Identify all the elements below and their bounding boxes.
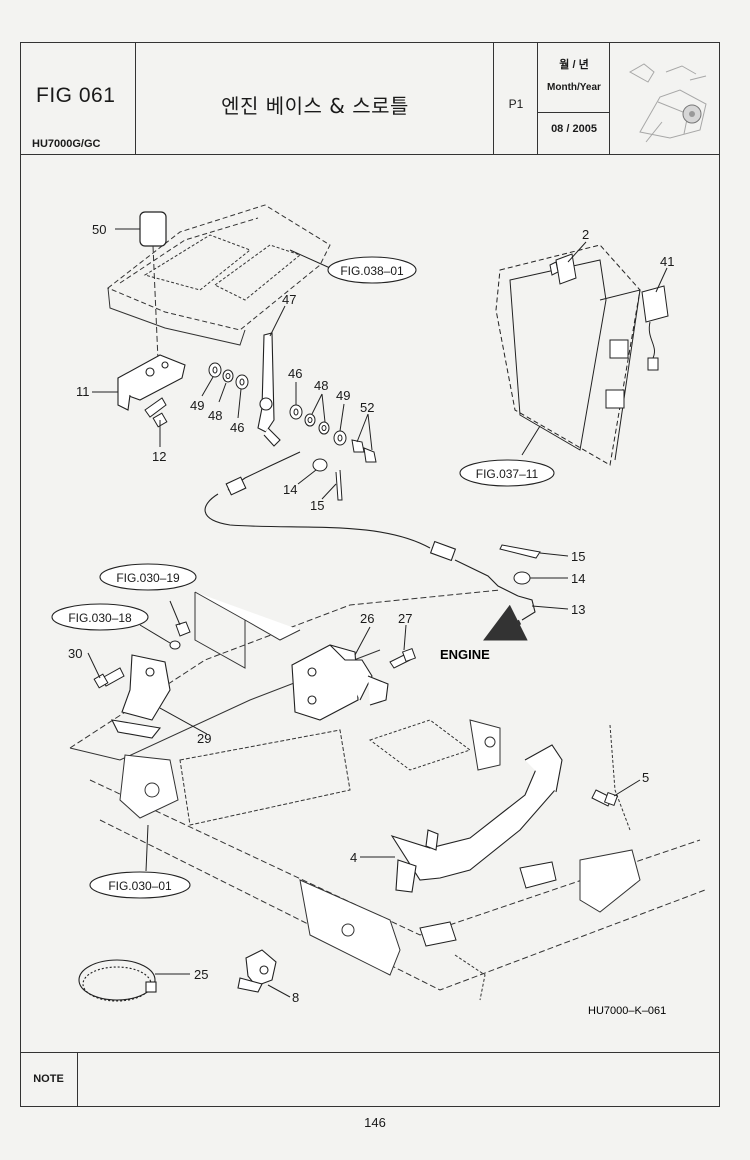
part-15-pin-lower bbox=[499, 544, 541, 559]
part-12-bolt bbox=[144, 397, 168, 428]
callout-30: 30 bbox=[68, 646, 82, 661]
fig-number: FIG 061 bbox=[36, 84, 116, 107]
part-13-throttle-cable bbox=[204, 451, 536, 621]
logo-cell bbox=[610, 42, 720, 155]
washer-group-right bbox=[289, 404, 377, 463]
callout-4: 4 bbox=[350, 850, 357, 865]
callout-12: 12 bbox=[152, 449, 166, 464]
washer-group-left bbox=[208, 362, 249, 390]
ref-fig-037-11: FIG.037–11 bbox=[476, 467, 539, 481]
callout-41: 41 bbox=[660, 254, 674, 269]
callout-8: 8 bbox=[292, 990, 299, 1005]
part-14-washer-upper bbox=[312, 458, 328, 472]
leader-50-guide bbox=[152, 245, 159, 361]
ref-fig-030-01: FIG.030–01 bbox=[108, 879, 172, 893]
nut-fig-030-19 bbox=[175, 621, 191, 637]
part-8-clip bbox=[237, 949, 277, 993]
callout-49-left: 49 bbox=[190, 398, 204, 413]
ref-fig-030-19: FIG.030–19 bbox=[116, 571, 180, 585]
engine-direction-arrow bbox=[483, 604, 528, 641]
callout-2: 2 bbox=[582, 227, 589, 242]
callout-5: 5 bbox=[642, 770, 649, 785]
callout-11: 11 bbox=[76, 384, 90, 399]
chassis-frame bbox=[69, 589, 706, 1001]
title-cell: 엔진 베이스 & 스로틀 bbox=[136, 42, 494, 155]
leader-lines bbox=[87, 228, 668, 998]
callout-46-right: 46 bbox=[288, 366, 302, 381]
part-25-hose-clamp bbox=[78, 959, 157, 1002]
part-15-pin-upper bbox=[335, 469, 343, 501]
date-divider bbox=[538, 112, 610, 113]
callout-50: 50 bbox=[92, 222, 106, 237]
ref-oval-fig-038-01 bbox=[327, 256, 417, 284]
callout-13: 13 bbox=[571, 602, 585, 617]
callout-29: 29 bbox=[197, 731, 211, 746]
part-47-throttle-lever bbox=[257, 332, 281, 447]
callout-47: 47 bbox=[282, 292, 296, 307]
callout-49-right: 49 bbox=[336, 388, 350, 403]
ref-fig-038-01: FIG.038–01 bbox=[340, 264, 404, 278]
part-26-engine-mount bbox=[291, 644, 389, 721]
date-label-korean: 월 / 년 bbox=[559, 59, 589, 71]
ref-oval-fig-037-11 bbox=[459, 459, 555, 487]
callout-14-lower: 14 bbox=[571, 571, 585, 586]
ref-oval-fig-030-01 bbox=[89, 871, 191, 899]
callout-26: 26 bbox=[360, 611, 374, 626]
parts-diagram: 50 2 41 47 11 12 49 48 46 46 48 49 52 14… bbox=[20, 155, 720, 1052]
callout-14-upper: 14 bbox=[283, 482, 297, 497]
note-row: NOTE bbox=[20, 1052, 720, 1107]
ref-oval-fig-030-18 bbox=[51, 603, 149, 631]
callout-46-left: 46 bbox=[230, 420, 244, 435]
part-30-bolt bbox=[93, 667, 125, 689]
ref-oval-fig-030-19 bbox=[99, 563, 197, 591]
drawing-id: HU7000–K–061 bbox=[588, 1005, 666, 1017]
part-50-rubber-mount bbox=[139, 211, 167, 247]
page-frame bbox=[20, 42, 720, 1107]
header-table: FIG 061 HU7000G/GC 엔진 베이스 & 스로틀 P1 월 / 년… bbox=[20, 42, 720, 155]
date-value: 08 / 2005 bbox=[551, 123, 597, 135]
date-label-english: Month/Year bbox=[547, 82, 601, 93]
callout-27: 27 bbox=[398, 611, 412, 626]
page-cell: P1 bbox=[494, 42, 538, 155]
callout-52: 52 bbox=[360, 400, 374, 415]
callout-48-right: 48 bbox=[314, 378, 328, 393]
part-4-support-arm bbox=[390, 744, 563, 893]
exploded-view-drawing: 50 2 41 47 11 12 49 48 46 46 48 49 52 14… bbox=[51, 204, 706, 1017]
callout-48-left: 48 bbox=[208, 408, 222, 423]
fig-cell: FIG 061 HU7000G/GC bbox=[20, 42, 136, 155]
engine-label: ENGINE bbox=[440, 647, 490, 662]
callout-25: 25 bbox=[194, 967, 208, 982]
brand-logo bbox=[628, 63, 707, 143]
part-27-bolt bbox=[389, 647, 417, 669]
part-29-engine-mount bbox=[111, 654, 171, 739]
washer-fig-030-18 bbox=[169, 640, 181, 650]
date-cell: 월 / 년 Month/Year 08 / 2005 bbox=[538, 42, 610, 155]
rubber-isolators bbox=[419, 861, 557, 947]
callout-15-lower: 15 bbox=[571, 549, 585, 564]
part-41-relay bbox=[641, 285, 669, 371]
engine-base-plate bbox=[107, 204, 331, 346]
part-5-bolt bbox=[591, 789, 619, 807]
page-title: 엔진 베이스 & 스로틀 bbox=[221, 94, 409, 118]
model-code: HU7000G/GC bbox=[32, 138, 101, 150]
callout-15-upper: 15 bbox=[310, 498, 324, 513]
part-2-switch bbox=[549, 253, 577, 285]
control-panel-assembly bbox=[495, 244, 641, 466]
ref-fig-030-18: FIG.030–18 bbox=[68, 611, 132, 625]
page-label: P1 bbox=[508, 97, 524, 111]
note-label: NOTE bbox=[20, 1053, 78, 1106]
page-number: 146 bbox=[364, 1115, 386, 1130]
part-11-bracket bbox=[117, 354, 186, 411]
part-14-washer-lower bbox=[513, 571, 531, 585]
